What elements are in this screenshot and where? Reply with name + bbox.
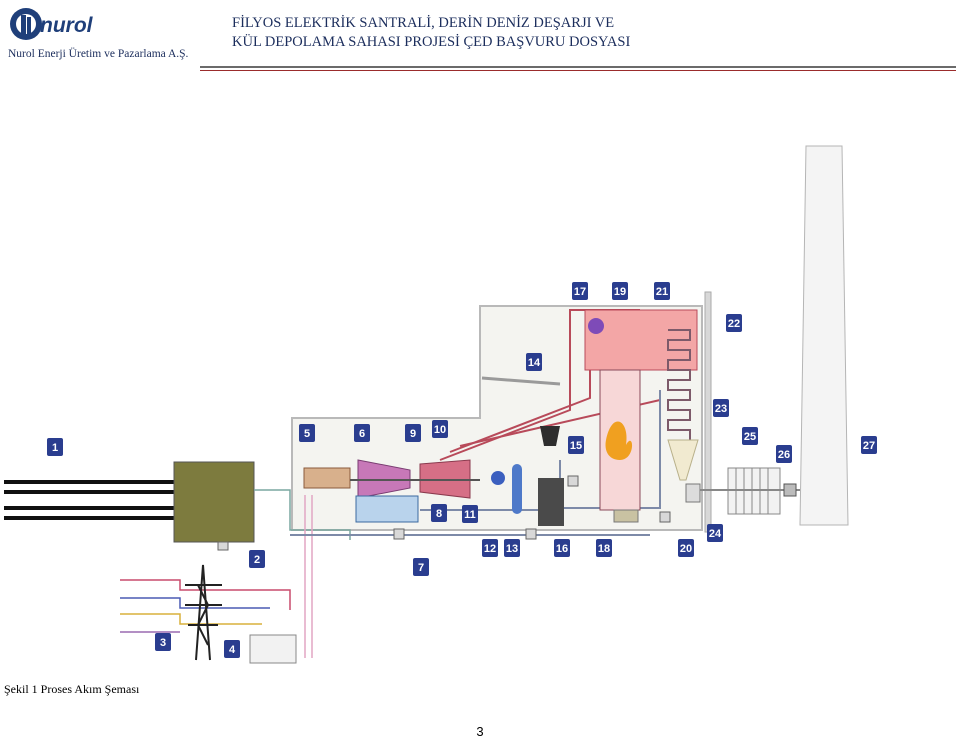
ash-hopper — [667, 439, 699, 481]
logo-text: nurol — [40, 14, 94, 37]
furnace-flame — [605, 421, 633, 460]
feedwater-heater — [512, 464, 522, 514]
feedwater-tank — [491, 471, 505, 485]
page-header: nurol Nurol Enerji Üretim ve Pazarlama A… — [0, 0, 960, 76]
header-rule — [200, 66, 956, 68]
callout-3-badge — [155, 633, 171, 651]
title-line-2: KÜL DEPOLAMA SAHASI PROJESİ ÇED BAŞVURU … — [232, 34, 631, 50]
callout-15: 15 — [570, 440, 582, 452]
callout-14-badge — [526, 353, 542, 371]
transmission-lines — [4, 480, 175, 520]
callout-25-badge — [742, 427, 758, 445]
callout-5: 5 — [304, 428, 310, 440]
callout-11: 11 — [464, 509, 476, 521]
callout-7-badge — [413, 558, 429, 576]
callout-19: 19 — [614, 286, 626, 298]
callout-4-badge — [224, 640, 240, 658]
callout-12: 12 — [484, 543, 496, 555]
callout-10-badge — [432, 420, 448, 438]
title-line-1: FİLYOS ELEKTRİK SANTRALİ, DERİN DENİZ DE… — [232, 15, 615, 31]
callout-21: 21 — [656, 286, 668, 298]
callout-27: 27 — [863, 440, 875, 452]
callout-10: 10 — [434, 424, 446, 436]
callout-2-badge — [249, 550, 265, 568]
coal-conveyor — [481, 376, 561, 386]
steam-drum — [588, 318, 604, 334]
callout-13-badge — [504, 539, 520, 557]
callout-26-badge — [776, 445, 792, 463]
callout-18: 18 — [598, 543, 610, 555]
transmission-pylon — [185, 564, 222, 661]
grid-feed-lines — [120, 489, 351, 658]
nurol-logo: nurol — [10, 8, 94, 40]
callout-24: 24 — [709, 528, 722, 540]
document-title: FİLYOS ELEKTRİK SANTRALİ, DERİN DENİZ DE… — [232, 14, 630, 52]
callout-26: 26 — [778, 449, 790, 461]
callout-2: 2 — [254, 554, 260, 566]
callout-25: 25 — [744, 431, 756, 443]
callout-27-badge — [861, 436, 877, 454]
generator — [303, 467, 351, 489]
company-name: Nurol Enerji Üretim ve Pazarlama A.Ş. — [8, 48, 189, 60]
condenser — [355, 495, 419, 523]
figure-caption: Şekil 1 Proses Akım Şeması — [4, 682, 140, 696]
callout-17-badge — [572, 282, 588, 300]
callout-13: 13 — [506, 543, 518, 555]
callout-20-badge — [678, 539, 694, 557]
callout-16: 16 — [556, 543, 568, 555]
callout-19-badge — [612, 282, 628, 300]
callout-20: 20 — [680, 543, 692, 555]
header-rule-accent — [200, 70, 956, 71]
callout-4: 4 — [229, 644, 236, 656]
callout-6-badge — [354, 424, 370, 442]
callout-18-badge — [596, 539, 612, 557]
callout-24-badge — [707, 524, 723, 542]
callout-14: 14 — [528, 357, 541, 369]
callout-7: 7 — [418, 562, 424, 574]
callout-5-badge — [299, 424, 315, 442]
coal-bunker — [540, 426, 560, 446]
callout-9-badge — [405, 424, 421, 442]
callout-12-badge — [482, 539, 498, 557]
ash-conveyor — [613, 509, 639, 523]
callout-11-badge — [462, 505, 478, 523]
precipitator — [685, 483, 701, 503]
callout-9: 9 — [410, 428, 416, 440]
callout-1: 1 — [52, 442, 58, 454]
flue-duct — [704, 291, 712, 533]
economizer-coils — [667, 329, 691, 440]
callout-22-badge — [726, 314, 742, 332]
callout-8: 8 — [436, 508, 442, 520]
callout-22: 22 — [728, 318, 740, 330]
chimney — [799, 145, 849, 526]
valves — [217, 475, 671, 551]
callout-8-badge — [431, 504, 447, 522]
callout-17: 17 — [574, 286, 586, 298]
transformer — [173, 461, 255, 543]
callout-15-badge — [568, 436, 584, 454]
callout-6: 6 — [359, 428, 365, 440]
callout-21-badge — [654, 282, 670, 300]
callout-23-badge — [713, 399, 729, 417]
callout-1-badge — [47, 438, 63, 456]
callout-23: 23 — [715, 403, 727, 415]
stack-damper — [783, 483, 797, 497]
callout-16-badge — [554, 539, 570, 557]
page-number: 3 — [476, 724, 484, 739]
auxiliary-transformer — [249, 634, 297, 664]
callout-3: 3 — [160, 637, 166, 649]
coal-mill — [538, 478, 564, 526]
